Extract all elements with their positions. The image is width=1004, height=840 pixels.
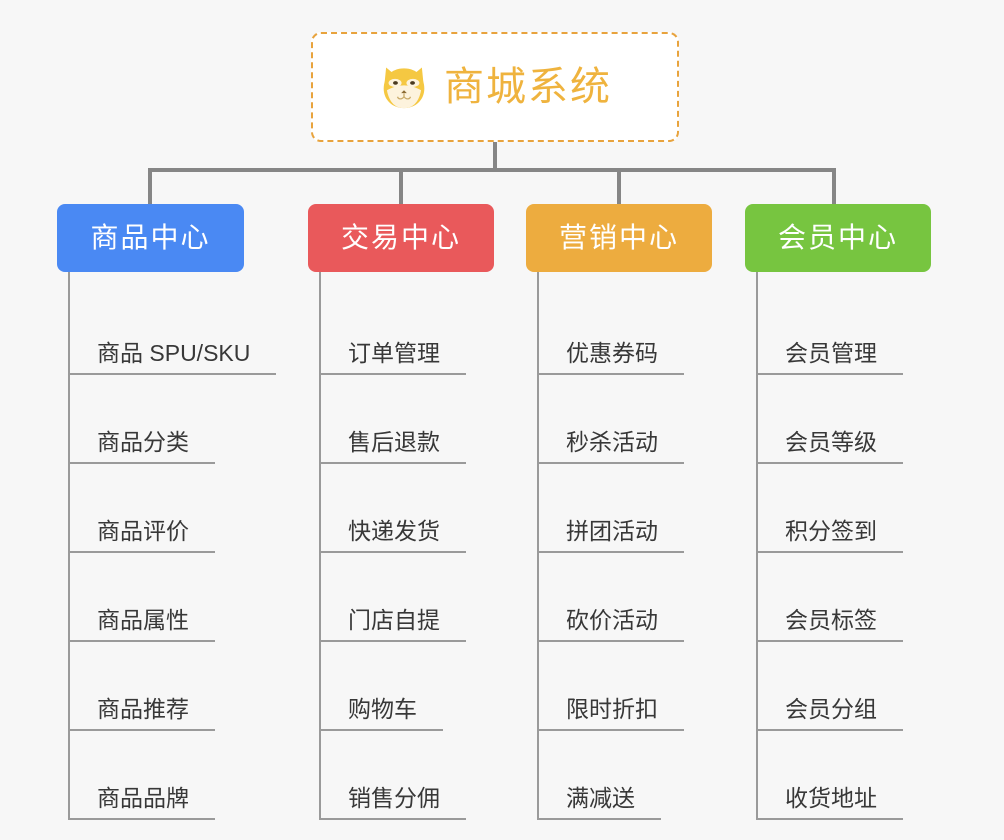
leaf-label: 快递发货 bbox=[321, 518, 466, 553]
category-header-2[interactable]: 交易中心 bbox=[308, 204, 494, 272]
leaf-label: 会员分组 bbox=[758, 696, 903, 731]
leaf-label: 购物车 bbox=[321, 696, 443, 731]
leaf-label: 砍价活动 bbox=[539, 607, 684, 642]
leaf-list-3: 优惠券码 秒杀活动 拼团活动 砍价活动 限时折扣 满减送 bbox=[537, 272, 712, 820]
leaf-item[interactable]: 优惠券码 bbox=[539, 286, 712, 375]
leaf-list-1: 商品 SPU/SKU 商品分类 商品评价 商品属性 商品推荐 商品品牌 bbox=[68, 272, 277, 820]
leaf-label: 商品品牌 bbox=[70, 785, 215, 820]
leaf-label: 商品属性 bbox=[70, 607, 215, 642]
leaf-list-2: 订单管理 售后退款 快递发货 门店自提 购物车 销售分佣 bbox=[319, 272, 494, 820]
leaf-label: 优惠券码 bbox=[539, 340, 684, 375]
leaf-label: 会员等级 bbox=[758, 429, 903, 464]
leaf-item[interactable]: 会员标签 bbox=[758, 553, 931, 642]
category-header-4[interactable]: 会员中心 bbox=[745, 204, 931, 272]
category-header-1[interactable]: 商品中心 bbox=[57, 204, 244, 272]
leaf-item[interactable]: 售后退款 bbox=[321, 375, 494, 464]
connector-drop-3 bbox=[617, 170, 621, 206]
leaf-item[interactable]: 购物车 bbox=[321, 642, 494, 731]
leaf-item[interactable]: 快递发货 bbox=[321, 464, 494, 553]
leaf-item[interactable]: 商品属性 bbox=[70, 553, 244, 642]
shiba-dog-icon bbox=[383, 67, 425, 109]
category-label-2: 交易中心 bbox=[340, 222, 461, 253]
leaf-label: 满减送 bbox=[539, 785, 661, 820]
leaf-item[interactable]: 商品推荐 bbox=[70, 642, 244, 731]
leaf-label: 拼团活动 bbox=[539, 518, 684, 553]
leaf-label: 限时折扣 bbox=[539, 696, 684, 731]
leaf-item[interactable]: 秒杀活动 bbox=[539, 375, 712, 464]
leaf-label: 门店自提 bbox=[321, 607, 466, 642]
leaf-item[interactable]: 限时折扣 bbox=[539, 642, 712, 731]
leaf-item[interactable]: 商品品牌 bbox=[70, 731, 244, 820]
connector-root-stem bbox=[493, 142, 497, 170]
leaf-list-4: 会员管理 会员等级 积分签到 会员标签 会员分组 收货地址 bbox=[756, 272, 931, 820]
leaf-item[interactable]: 会员分组 bbox=[758, 642, 931, 731]
leaf-item[interactable]: 积分签到 bbox=[758, 464, 931, 553]
leaf-item[interactable]: 订单管理 bbox=[321, 286, 494, 375]
category-column-4: 会员中心 会员管理 会员等级 积分签到 会员标签 会员分组 收货地址 bbox=[745, 204, 931, 820]
category-label-1: 商品中心 bbox=[90, 222, 211, 253]
leaf-item[interactable]: 会员管理 bbox=[758, 286, 931, 375]
leaf-item[interactable]: 商品分类 bbox=[70, 375, 244, 464]
leaf-item[interactable]: 商品评价 bbox=[70, 464, 244, 553]
leaf-label: 商品评价 bbox=[70, 518, 215, 553]
category-column-1: 商品中心 商品 SPU/SKU 商品分类 商品评价 商品属性 商品推荐 商品品牌 bbox=[57, 204, 277, 820]
category-label-4: 会员中心 bbox=[777, 222, 898, 253]
leaf-label: 商品分类 bbox=[70, 429, 215, 464]
connector-drop-1 bbox=[148, 170, 152, 206]
leaf-label: 销售分佣 bbox=[321, 785, 466, 820]
leaf-label: 会员管理 bbox=[758, 340, 903, 375]
leaf-label: 售后退款 bbox=[321, 429, 466, 464]
leaf-label: 秒杀活动 bbox=[539, 429, 684, 464]
leaf-item[interactable]: 门店自提 bbox=[321, 553, 494, 642]
leaf-label: 商品推荐 bbox=[70, 696, 215, 731]
leaf-label: 收货地址 bbox=[758, 785, 903, 820]
leaf-item[interactable]: 销售分佣 bbox=[321, 731, 494, 820]
root-title: 商城系统 bbox=[444, 65, 612, 109]
category-column-2: 交易中心 订单管理 售后退款 快递发货 门店自提 购物车 销售分佣 bbox=[308, 204, 494, 820]
leaf-item[interactable]: 会员等级 bbox=[758, 375, 931, 464]
category-column-3: 营销中心 优惠券码 秒杀活动 拼团活动 砍价活动 限时折扣 满减送 bbox=[526, 204, 712, 820]
leaf-item[interactable]: 商品 SPU/SKU bbox=[70, 286, 277, 375]
category-label-3: 营销中心 bbox=[558, 222, 679, 253]
leaf-label: 积分签到 bbox=[758, 518, 903, 553]
leaf-label: 商品 SPU/SKU bbox=[70, 340, 277, 375]
connector-drop-4 bbox=[832, 170, 836, 206]
category-header-3[interactable]: 营销中心 bbox=[526, 204, 712, 272]
leaf-item[interactable]: 满减送 bbox=[539, 731, 712, 820]
leaf-label: 订单管理 bbox=[321, 340, 466, 375]
connector-drop-2 bbox=[399, 170, 403, 206]
leaf-item[interactable]: 砍价活动 bbox=[539, 553, 712, 642]
root-node[interactable]: 商城系统 bbox=[311, 32, 679, 142]
leaf-item[interactable]: 收货地址 bbox=[758, 731, 931, 820]
connector-horizontal-bus bbox=[148, 168, 836, 172]
leaf-label: 会员标签 bbox=[758, 607, 903, 642]
leaf-item[interactable]: 拼团活动 bbox=[539, 464, 712, 553]
